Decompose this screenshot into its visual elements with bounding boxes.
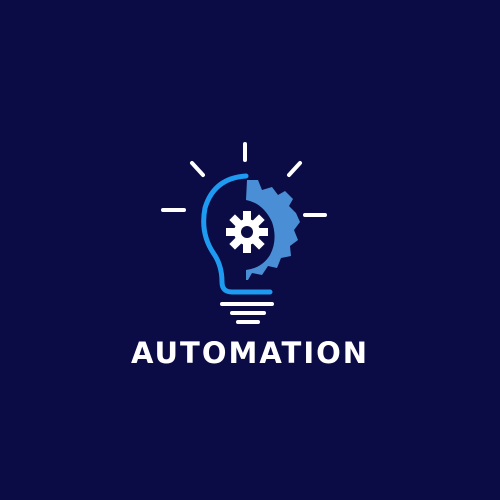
ray-upper-left [190,161,205,177]
inner-gear-icon [226,211,268,253]
light-rays-icon [161,142,327,217]
ray-upper-right [287,161,302,177]
brand-name: AUTOMATION [130,336,370,370]
outer-gear-icon [246,180,300,280]
lightbulb-gear-icon [161,142,327,324]
bulb-base-icon [220,302,274,324]
bulb-outline-icon [201,173,273,295]
